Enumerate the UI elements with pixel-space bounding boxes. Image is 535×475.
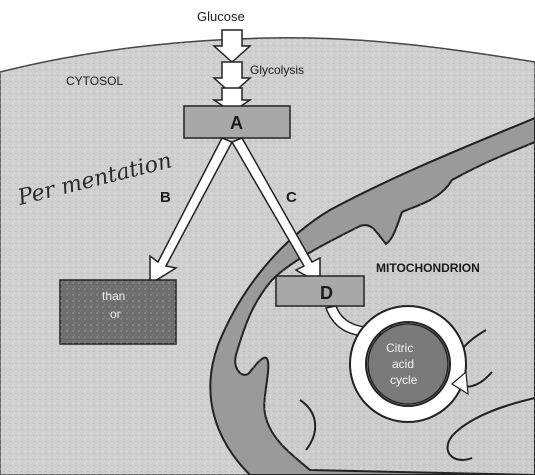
- cycle-text-line3: cycle: [390, 373, 418, 387]
- cytosol-label: CYTOSOL: [66, 74, 123, 88]
- box-d-label: D: [320, 283, 333, 303]
- box-b-text-line2: or: [110, 307, 121, 321]
- mitochondrion-label: MITOCHONDRION: [376, 261, 480, 275]
- cycle-text-line1: Citric: [386, 341, 413, 355]
- arrow-b-label: B: [160, 189, 171, 206]
- box-a-label: A: [230, 113, 243, 133]
- glucose-label: Glucose: [197, 9, 245, 24]
- box-b-text-line1: than: [102, 289, 125, 303]
- arrow-c-label: C: [286, 189, 297, 206]
- cycle-text-line2: acid: [392, 357, 414, 371]
- glycolysis-label: Glycolysis: [250, 63, 304, 77]
